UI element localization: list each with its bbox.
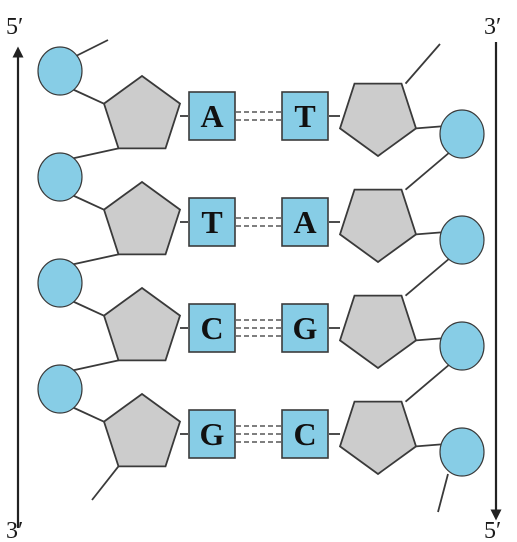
left-backbone-link xyxy=(71,194,105,211)
right-sugar xyxy=(338,188,418,264)
left-top-end-label: 5′ xyxy=(6,14,23,40)
left-backbone-link xyxy=(69,253,119,266)
hydrogen-bonds xyxy=(236,111,281,443)
right-sugar xyxy=(338,400,418,476)
right-backbone-tail xyxy=(404,43,441,85)
left-base-box xyxy=(188,409,236,459)
right-phosphate xyxy=(439,215,485,265)
left-base-letter: T xyxy=(201,204,222,240)
right-base-letter: C xyxy=(293,416,316,452)
right-sugar xyxy=(338,82,418,158)
right-sugar xyxy=(338,294,418,370)
left-phosphate xyxy=(37,152,83,202)
left-backbone-link xyxy=(69,359,119,372)
right-base-box xyxy=(281,409,329,459)
left-base-box xyxy=(188,303,236,353)
left-backbone-link xyxy=(69,147,119,160)
left-base-letter: C xyxy=(200,310,223,346)
right-phosphate xyxy=(439,321,485,371)
right-base-box xyxy=(281,197,329,247)
left-backbone-tail xyxy=(91,465,120,501)
right-backbone-link xyxy=(404,257,451,297)
right-phosphate xyxy=(439,109,485,159)
right-bottom-end-label: 5′ xyxy=(484,518,501,542)
right-backbone-tail xyxy=(437,473,449,513)
right-base-letter: A xyxy=(293,204,316,240)
left-base-letter: G xyxy=(200,416,225,452)
left-phosphate xyxy=(37,46,83,96)
left-phosphate xyxy=(37,258,83,308)
right-base-letter: T xyxy=(294,98,315,134)
right-phosphate xyxy=(439,427,485,477)
right-base-box xyxy=(281,303,329,353)
right-base-box xyxy=(281,91,329,141)
right-base-letter: G xyxy=(293,310,318,346)
left-base-letter: A xyxy=(200,98,223,134)
right-top-end-label: 3′ xyxy=(484,14,501,40)
left-base-box xyxy=(188,91,236,141)
left-sugar xyxy=(102,286,182,362)
left-sugar xyxy=(102,392,182,468)
left-sugar xyxy=(102,180,182,256)
right-backbone-link xyxy=(404,363,451,403)
left-backbone-link xyxy=(71,88,105,105)
left-sugar xyxy=(102,74,182,150)
left-backbone-link xyxy=(71,406,105,423)
left-phosphate xyxy=(37,364,83,414)
left-backbone-tail xyxy=(71,39,109,59)
left-base-box xyxy=(188,197,236,247)
left-backbone-link xyxy=(71,300,105,317)
right-backbone-link xyxy=(404,151,451,191)
nucleotides: A T T A C G G C xyxy=(37,46,485,477)
left-bottom-end-label: 3′ xyxy=(6,518,23,542)
